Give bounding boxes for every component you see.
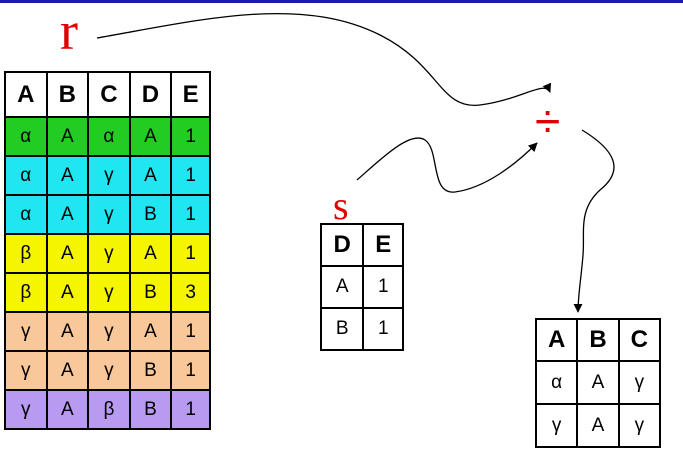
r-cell: γ xyxy=(87,155,131,196)
division-operator: ÷ xyxy=(535,95,561,147)
result-header-c: C xyxy=(617,318,662,362)
r-cell: α xyxy=(4,116,48,157)
s-cell: 1 xyxy=(362,307,404,351)
r-cell: A xyxy=(128,311,173,352)
r-cell: β xyxy=(87,389,131,430)
r-header-b: B xyxy=(45,71,90,118)
r-cell: γ xyxy=(87,194,131,235)
r-cell: β xyxy=(4,233,48,274)
r-header-d: D xyxy=(128,71,173,118)
result-cell: A xyxy=(576,360,620,405)
r-cell: A xyxy=(128,155,173,196)
r-header-c: C xyxy=(87,71,131,118)
result-cell: γ xyxy=(617,403,662,448)
r-cell: α xyxy=(4,194,48,235)
r-header-a: A xyxy=(4,71,48,118)
r-cell: A xyxy=(45,311,90,352)
r-cell: 1 xyxy=(170,155,211,196)
r-cell: γ xyxy=(4,350,48,391)
r-cell: 1 xyxy=(170,389,211,430)
r-cell: α xyxy=(87,116,131,157)
arrow-operator-to-result xyxy=(573,129,615,313)
r-cell: B xyxy=(128,350,173,391)
s-cell: B xyxy=(319,307,365,351)
result-cell: α xyxy=(534,360,579,405)
top-bar xyxy=(0,0,683,3)
r-cell: γ xyxy=(4,311,48,352)
r-cell: A xyxy=(128,116,173,157)
r-cell: 1 xyxy=(170,194,211,235)
r-cell: 3 xyxy=(170,272,211,313)
r-cell: γ xyxy=(87,311,131,352)
r-cell: A xyxy=(45,194,90,235)
relation-r-name: r xyxy=(60,1,78,61)
r-cell: γ xyxy=(4,389,48,430)
r-cell: A xyxy=(45,350,90,391)
r-cell: A xyxy=(128,233,173,274)
r-cell: B xyxy=(128,272,173,313)
r-cell: 1 xyxy=(170,233,211,274)
r-cell: γ xyxy=(87,350,131,391)
r-cell: A xyxy=(45,155,90,196)
arrow-r-to-operator xyxy=(96,12,552,106)
s-header-e: E xyxy=(362,223,404,267)
r-cell: 1 xyxy=(170,311,211,352)
result-cell: γ xyxy=(617,360,662,405)
result-header-a: A xyxy=(534,318,579,362)
r-cell: B xyxy=(128,389,173,430)
s-header-d: D xyxy=(319,223,365,267)
arrow-s-to-operator xyxy=(356,137,538,193)
result-cell: A xyxy=(576,403,620,448)
r-cell: B xyxy=(128,194,173,235)
result-header-b: B xyxy=(576,318,620,362)
r-cell: A xyxy=(45,233,90,274)
r-cell: A xyxy=(45,116,90,157)
r-cell: A xyxy=(45,389,90,430)
s-cell: A xyxy=(319,265,365,309)
r-cell: 1 xyxy=(170,116,211,157)
r-cell: γ xyxy=(87,272,131,313)
r-cell: γ xyxy=(87,233,131,274)
result-cell: γ xyxy=(534,403,579,448)
s-cell: 1 xyxy=(362,265,404,309)
r-cell: A xyxy=(45,272,90,313)
r-cell: α xyxy=(4,155,48,196)
relation-s-name: s xyxy=(333,183,349,228)
r-header-e: E xyxy=(170,71,211,118)
r-cell: β xyxy=(4,272,48,313)
r-cell: 1 xyxy=(170,350,211,391)
